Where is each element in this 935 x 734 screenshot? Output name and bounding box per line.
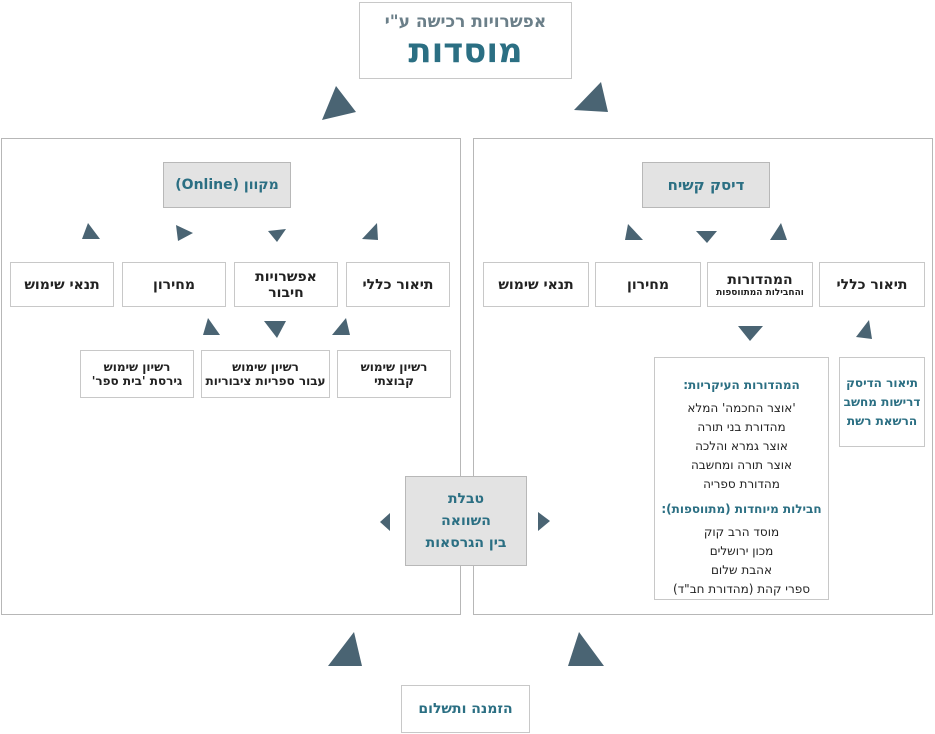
special-packages-list: מוסד הרב קוק מכון ירושלים אהבת שלום ספרי קה… <box>655 523 828 599</box>
arrow-icon <box>268 229 286 242</box>
arrow-icon <box>328 632 362 666</box>
disk-header[interactable]: דיסק קשיח <box>642 162 770 208</box>
online-item-pricing[interactable]: מחירון <box>122 262 226 307</box>
arrow-icon <box>322 86 356 120</box>
main-edition-item: מהדורת בני תורה <box>697 420 786 434</box>
main-edition-item: אוצר תורה ומחשבה <box>690 458 793 472</box>
arrow-icon <box>380 513 390 531</box>
license-group[interactable]: רשיון שימוש קבוצתי <box>337 350 451 398</box>
arrow-icon <box>203 318 220 335</box>
disk-item-editions[interactable]: המהדורות והחבילות המתווספות <box>707 262 813 307</box>
comparison-table-button[interactable]: טבלת השוואה בין הגרסאות <box>405 476 527 566</box>
main-edition-item: מהדורת ספריה <box>703 477 780 491</box>
arrow-icon <box>176 225 193 241</box>
main-editions-heading: המהדורות העיקריות: <box>683 378 800 392</box>
arrow-icon <box>264 321 286 338</box>
disk-item-general[interactable]: תיאור כללי <box>819 262 925 307</box>
arrow-icon <box>696 231 717 243</box>
disk-requirements[interactable]: תיאור הדיסק דרישות מחשב הרשאת רשת <box>839 357 925 447</box>
page-title: אפשרויות רכישה ע"י מוסדות <box>359 2 572 79</box>
disk-item-pricing[interactable]: מחירון <box>595 262 701 307</box>
arrow-icon <box>362 223 378 240</box>
arrow-icon <box>770 223 787 240</box>
online-item-general[interactable]: תיאור כללי <box>346 262 450 307</box>
arrow-icon <box>574 82 608 112</box>
order-payment-button[interactable]: הזמנה ותשלום <box>401 685 530 733</box>
license-public-libraries[interactable]: רשיון שימוש עבור ספריות ציבוריות <box>201 350 330 398</box>
online-item-terms[interactable]: תנאי שימוש <box>10 262 114 307</box>
special-package-item: אהבת שלום <box>710 563 773 577</box>
arrow-icon <box>538 512 550 531</box>
online-header[interactable]: מקוון (Online) <box>163 162 291 208</box>
main-editions-list: 'אוצר החכמה' המלא מהדורת בני תורה אוצר גמר… <box>655 399 828 494</box>
special-packages-heading: חבילות מיוחדות (מתווספות): <box>661 502 822 516</box>
special-package-item: מכון ירושלים <box>709 544 774 558</box>
disk-item-terms[interactable]: תנאי שימוש <box>483 262 589 307</box>
main-edition-item: אוצר גמרא והלכה <box>695 439 788 453</box>
title-line2: מוסדות <box>408 30 523 71</box>
special-package-item: ספרי קהת (מהדורת חב"ד) <box>672 582 811 596</box>
arrow-icon <box>738 326 763 341</box>
arrow-icon <box>625 224 643 240</box>
arrow-icon <box>332 318 350 335</box>
arrow-icon <box>82 223 100 239</box>
online-item-connection[interactable]: אפשרויות חיבור <box>234 262 338 307</box>
special-package-item: מוסד הרב קוק <box>703 525 780 539</box>
main-edition-item: 'אוצר החכמה' המלא <box>687 401 796 415</box>
arrow-icon <box>568 632 604 666</box>
license-school[interactable]: רשיון שימוש גירסת 'בית ספר' <box>80 350 194 398</box>
title-line1: אפשרויות רכישה ע"י <box>384 11 547 32</box>
arrow-icon <box>856 320 872 339</box>
editions-list-box: המהדורות העיקריות: 'אוצר החכמה' המלא מהדו… <box>654 357 829 600</box>
